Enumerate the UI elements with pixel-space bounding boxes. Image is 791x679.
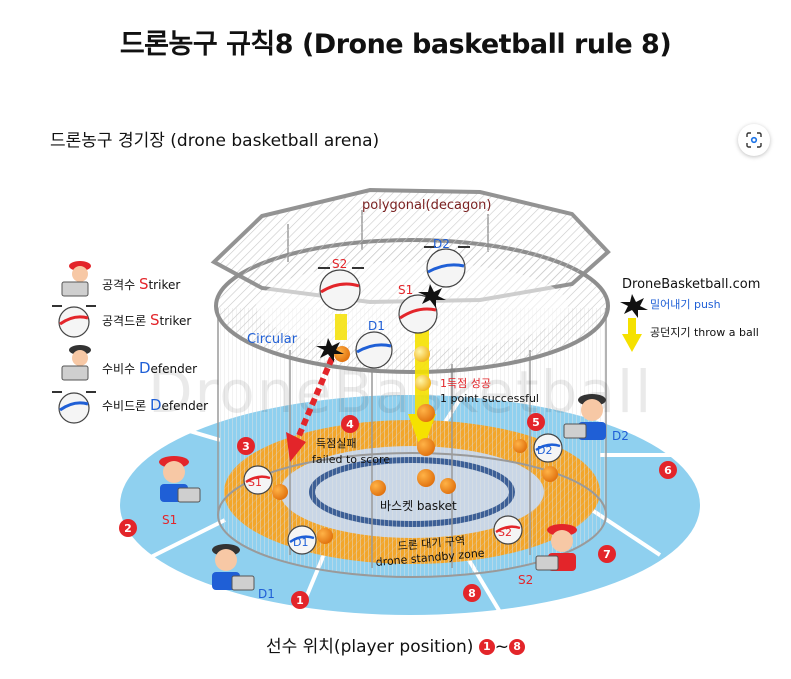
drone-d1-top <box>316 331 393 369</box>
drone-s1-standby <box>243 465 273 495</box>
legend-defender-pilot: 수비수 Defender <box>102 359 197 377</box>
footer-end-dot: 8 <box>509 639 526 655</box>
pilot-d2 <box>563 394 606 440</box>
drone-label-s2-standby: S2 <box>498 526 512 539</box>
drone-label-d1-top: D1 <box>368 319 385 333</box>
drone-d1-standby <box>287 525 317 555</box>
position-marker-7: 7 <box>598 545 616 563</box>
drone-label-d2-standby: D2 <box>537 444 552 457</box>
drone-s2-top <box>318 267 364 311</box>
defender-pilot-icon <box>61 345 91 381</box>
failed-label-en: failed to score <box>312 453 390 466</box>
legend-defender-drone: 수비드론 Defender <box>102 396 208 414</box>
position-marker-8: 8 <box>463 584 481 602</box>
legend-left: 공격수 Striker 공격드론 Striker 수비수 Defender 수비… <box>52 261 208 424</box>
drone-s1-top <box>398 284 446 334</box>
brand-label: DroneBasketball.com <box>622 277 760 292</box>
striker-drone-icon <box>52 305 96 338</box>
defender-drone-icon <box>52 391 96 424</box>
success-label-ko: 1득점 성공 <box>440 377 491 390</box>
drone-label-s1-standby: S1 <box>248 476 262 489</box>
failed-label-ko: 득점실패 <box>316 437 356 450</box>
pilot-s2 <box>535 524 577 571</box>
position-marker-5: 5 <box>527 413 545 431</box>
striker-pilot-icon <box>61 261 91 297</box>
svg-text:5: 5 <box>532 416 540 429</box>
position-marker-3: 3 <box>237 437 255 455</box>
svg-text:8: 8 <box>468 587 476 600</box>
drone-d2-standby <box>533 433 563 463</box>
svg-text:4: 4 <box>346 418 354 431</box>
push-icon <box>620 294 648 318</box>
position-marker-6: 6 <box>659 461 677 479</box>
svg-text:2: 2 <box>124 522 132 535</box>
drone-label-s1-top: S1 <box>398 283 413 297</box>
svg-text:7: 7 <box>603 548 611 561</box>
drone-label-s2: S2 <box>332 257 347 271</box>
pilot-label-s1: S1 <box>162 513 177 527</box>
footer-text: 선수 위치(player position) <box>265 637 479 657</box>
position-marker-2: 2 <box>119 519 137 537</box>
visual-search-button[interactable] <box>738 124 770 156</box>
legend-push: 밀어내기 push <box>650 298 721 311</box>
success-label-en: 1 point successful <box>440 392 539 405</box>
pilot-s1 <box>159 456 201 503</box>
page-title: 드론농구 규칙8 (Drone basketball rule 8) <box>119 29 672 60</box>
lens-icon <box>746 132 762 148</box>
diagram-subtitle: 드론농구 경기장 (drone basketball arena) <box>50 131 380 151</box>
throw-arrow-drone-s2 <box>335 314 347 340</box>
pilot-label-d2: D2 <box>612 429 629 443</box>
drone-s2-standby <box>493 515 523 545</box>
pilot-label-s2: S2 <box>518 573 533 587</box>
pilot-d1 <box>212 544 255 591</box>
svg-text:3: 3 <box>242 440 250 453</box>
legend-striker-drone: 공격드론 Striker <box>102 311 191 329</box>
legend-right: DroneBasketball.com 밀어내기 push 공던지기 throw… <box>620 277 760 352</box>
throw-icon <box>622 318 642 352</box>
decagon-label: polygonal(decagon) <box>362 198 492 213</box>
position-marker-1: 1 <box>291 591 309 609</box>
drone-d2-top <box>424 246 470 288</box>
watermark: DroneBasketball <box>148 358 653 426</box>
svg-text:1: 1 <box>296 594 304 607</box>
drone-label-d1-standby: D1 <box>293 536 308 549</box>
failed-arrow <box>286 356 335 462</box>
drone-label-d2: D2 <box>433 237 450 251</box>
player-position-caption: 선수 위치(player position) 1~8 <box>0 632 791 657</box>
standby-label-ko: 드론 대기 구역 <box>397 534 466 553</box>
position-marker-4: 4 <box>341 415 359 433</box>
legend-striker-pilot: 공격수 Striker <box>102 275 180 293</box>
footer-sep: ~ <box>494 637 510 657</box>
footer-start-dot: 1 <box>478 639 495 655</box>
svg-text:6: 6 <box>664 464 672 477</box>
basket-label: 바스켓 basket <box>380 499 457 513</box>
pilot-label-d1: D1 <box>258 587 275 601</box>
legend-throw: 공던지기 throw a ball <box>650 326 759 339</box>
circular-label: Circular <box>247 332 298 347</box>
